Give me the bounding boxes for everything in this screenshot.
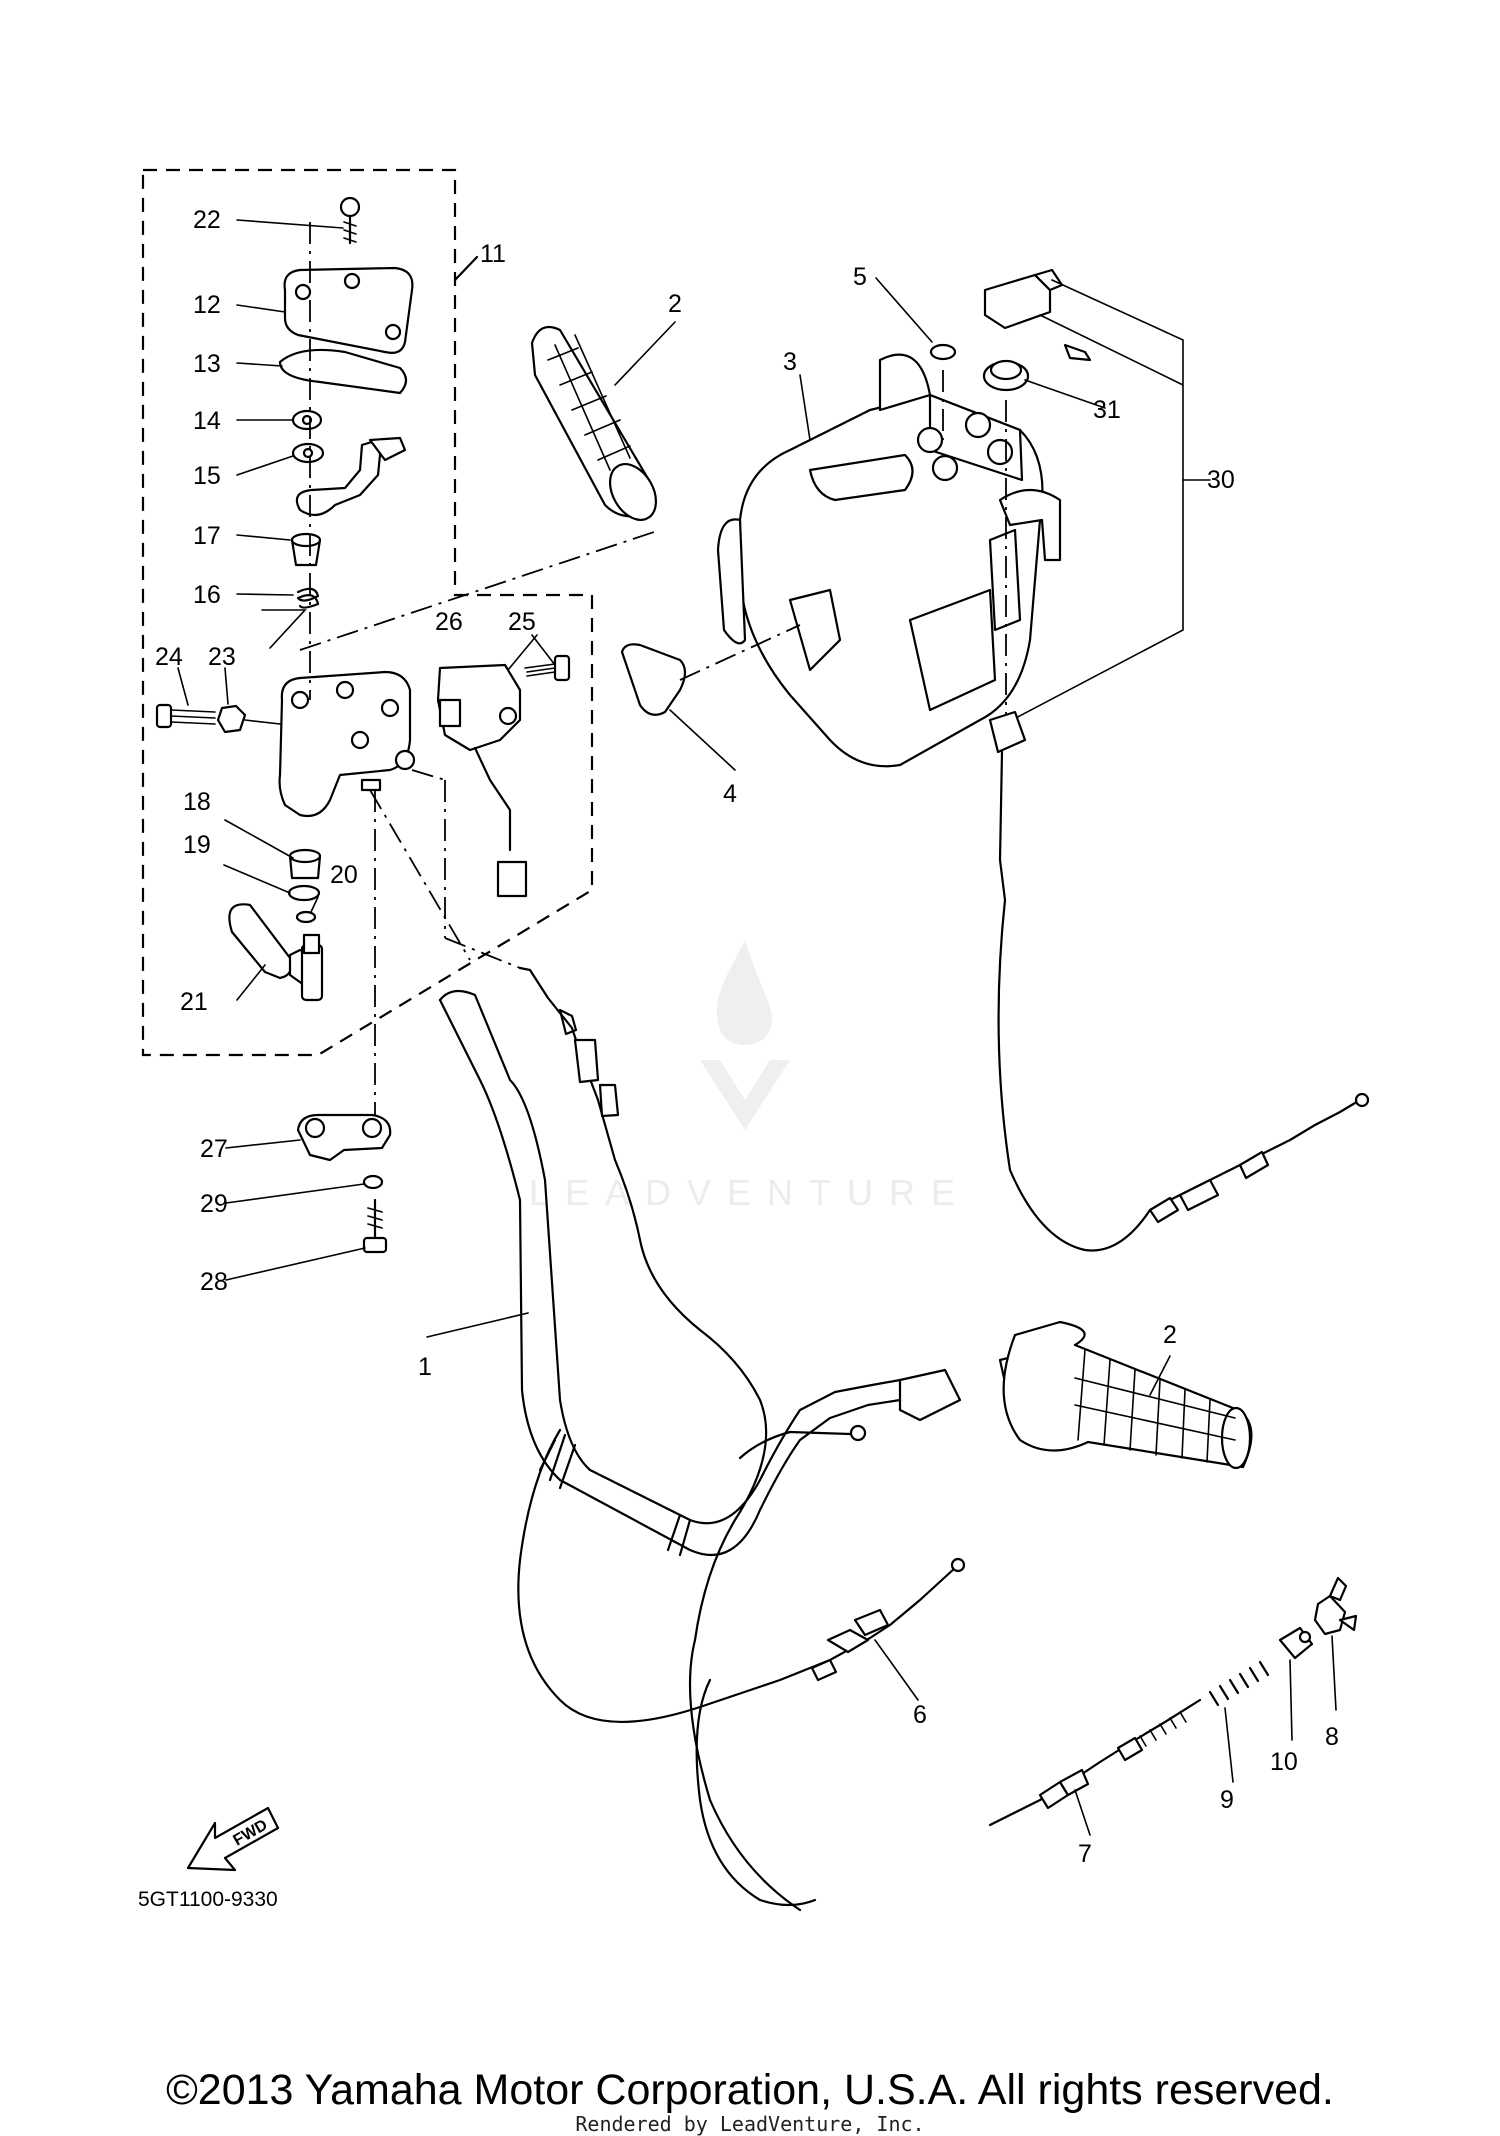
switch-26 bbox=[436, 663, 528, 898]
screw-22 bbox=[339, 196, 361, 245]
cable-7 bbox=[695, 1678, 1202, 1907]
switch-cover-12 bbox=[283, 266, 414, 354]
rendered-by-notice: Rendered by LeadVenture, Inc. bbox=[575, 2112, 925, 2136]
callout-11: 11 bbox=[480, 240, 506, 268]
callout-22: 22 bbox=[193, 206, 221, 234]
nut-14 bbox=[291, 409, 323, 431]
throttle-cable bbox=[518, 966, 802, 1912]
callout-2-left: 2 bbox=[668, 290, 682, 318]
headlight-cover-3 bbox=[716, 353, 1062, 768]
callout-20: 20 bbox=[330, 861, 358, 889]
watermark-logo bbox=[690, 930, 800, 1140]
reflector-4 bbox=[620, 643, 687, 716]
callout-3: 3 bbox=[783, 348, 797, 376]
callout-24: 24 bbox=[155, 643, 183, 671]
callout-8: 8 bbox=[1325, 1723, 1339, 1751]
handlebar-1 bbox=[438, 989, 902, 1557]
collar-18 bbox=[288, 848, 322, 880]
throttle-housing bbox=[278, 670, 416, 818]
callout-31: 31 bbox=[1093, 396, 1121, 424]
callout-26: 26 bbox=[435, 608, 463, 636]
speedometer-cable bbox=[988, 710, 1370, 1252]
callout-10: 10 bbox=[1270, 1748, 1298, 1776]
plug-5 bbox=[929, 343, 957, 361]
bracket-30 bbox=[1011, 279, 1184, 721]
nut-23 bbox=[216, 704, 247, 734]
washer-20 bbox=[295, 910, 317, 924]
callout-7: 7 bbox=[1078, 1840, 1092, 1868]
screw-25 bbox=[524, 654, 571, 682]
bolt-28 bbox=[362, 1198, 388, 1254]
callout-numbers: 1 2 2 3 4 5 6 7 8 9 10 11 12 13 14 15 16… bbox=[155, 206, 1339, 1868]
callout-2-right: 2 bbox=[1163, 1321, 1177, 1349]
washer-29 bbox=[362, 1174, 384, 1190]
adjuster-10 bbox=[1278, 1626, 1314, 1660]
copyright-notice: ©2013 Yamaha Motor Corporation, U.S.A. A… bbox=[166, 2066, 1334, 2114]
watermark: LEADVENTURE bbox=[528, 1172, 972, 1213]
grip-right-2 bbox=[1002, 1320, 1253, 1470]
grip-left-2 bbox=[530, 325, 658, 521]
callout-6: 6 bbox=[913, 1701, 927, 1729]
spring-9 bbox=[1208, 1660, 1270, 1707]
callout-23: 23 bbox=[208, 643, 236, 671]
callout-27: 27 bbox=[200, 1135, 228, 1163]
switch-knob-30 bbox=[983, 268, 1092, 362]
nut-31 bbox=[982, 359, 1030, 392]
wing-nut-8 bbox=[1313, 1576, 1358, 1636]
switch-assembly-group-box bbox=[141, 168, 594, 1057]
callout-16: 16 bbox=[193, 581, 221, 609]
callout-21: 21 bbox=[180, 988, 208, 1016]
callout-30: 30 bbox=[1207, 466, 1235, 494]
spring-16 bbox=[296, 587, 320, 609]
callout-4: 4 bbox=[723, 780, 737, 808]
bolt-24 bbox=[155, 703, 216, 729]
callout-15: 15 bbox=[193, 462, 221, 490]
throttle-lever-21 bbox=[228, 903, 324, 1002]
gasket-13 bbox=[278, 348, 408, 395]
callout-17: 17 bbox=[193, 522, 221, 550]
callout-18: 18 bbox=[183, 788, 211, 816]
washer-19 bbox=[287, 884, 321, 902]
callout-25: 25 bbox=[508, 608, 536, 636]
fwd-arrow: FWD bbox=[186, 1806, 280, 1872]
callout-5: 5 bbox=[853, 263, 867, 291]
clamp-27 bbox=[296, 1113, 392, 1162]
callout-9: 9 bbox=[1220, 1786, 1234, 1814]
callout-28: 28 bbox=[200, 1268, 228, 1296]
callout-29: 29 bbox=[200, 1190, 228, 1218]
callout-19: 19 bbox=[183, 831, 211, 859]
part-code: 5GT1100-9330 bbox=[138, 1888, 278, 1911]
callout-13: 13 bbox=[193, 350, 221, 378]
callout-1: 1 bbox=[418, 1353, 432, 1381]
cable-6 bbox=[517, 1428, 966, 1724]
callout-12: 12 bbox=[193, 291, 221, 319]
callout-14: 14 bbox=[193, 407, 221, 435]
